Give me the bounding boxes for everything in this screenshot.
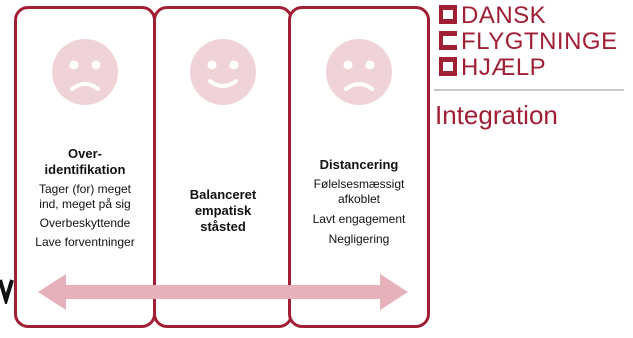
panel-over-identification: Over- identifikation Tager (for) meget i… (14, 6, 156, 328)
panel-title: Over- identifikation (44, 146, 126, 177)
panel-title: Balanceret empatisk ståsted (189, 187, 257, 234)
list-item: Overbeskyttende (39, 216, 131, 230)
sad-face-icon (326, 39, 392, 105)
panel-text: Distancering Følelsesmæssigt afkoblet La… (291, 157, 427, 247)
panel-distancing: Distancering Følelsesmæssigt afkoblet La… (288, 6, 430, 328)
sad-face-icon (52, 39, 118, 105)
logo-text: DANSK (461, 2, 547, 29)
section-title: Integration (435, 100, 558, 130)
list-item: Tager (for) meget ind, meget på sig (38, 182, 132, 211)
list-item: Negligering (328, 232, 390, 246)
logo-text: FLYGTNINGE (461, 28, 618, 55)
smiling-face-icon (190, 39, 256, 105)
logo-text: HJÆLP (461, 54, 547, 81)
divider (434, 89, 624, 91)
panel-text: Over- identifikation Tager (for) meget i… (17, 146, 153, 250)
panel-title: Distancering (319, 157, 399, 172)
list-item: Følelsesmæssigt afkoblet (313, 177, 405, 206)
list-item: Lave forventninger (35, 235, 135, 249)
cropped-glyph-icon (0, 279, 14, 304)
list-item: Lavt engagement (312, 212, 406, 226)
drc-logo-icon (439, 5, 457, 76)
panel-balanced: Balanceret empatisk ståsted (153, 6, 293, 328)
